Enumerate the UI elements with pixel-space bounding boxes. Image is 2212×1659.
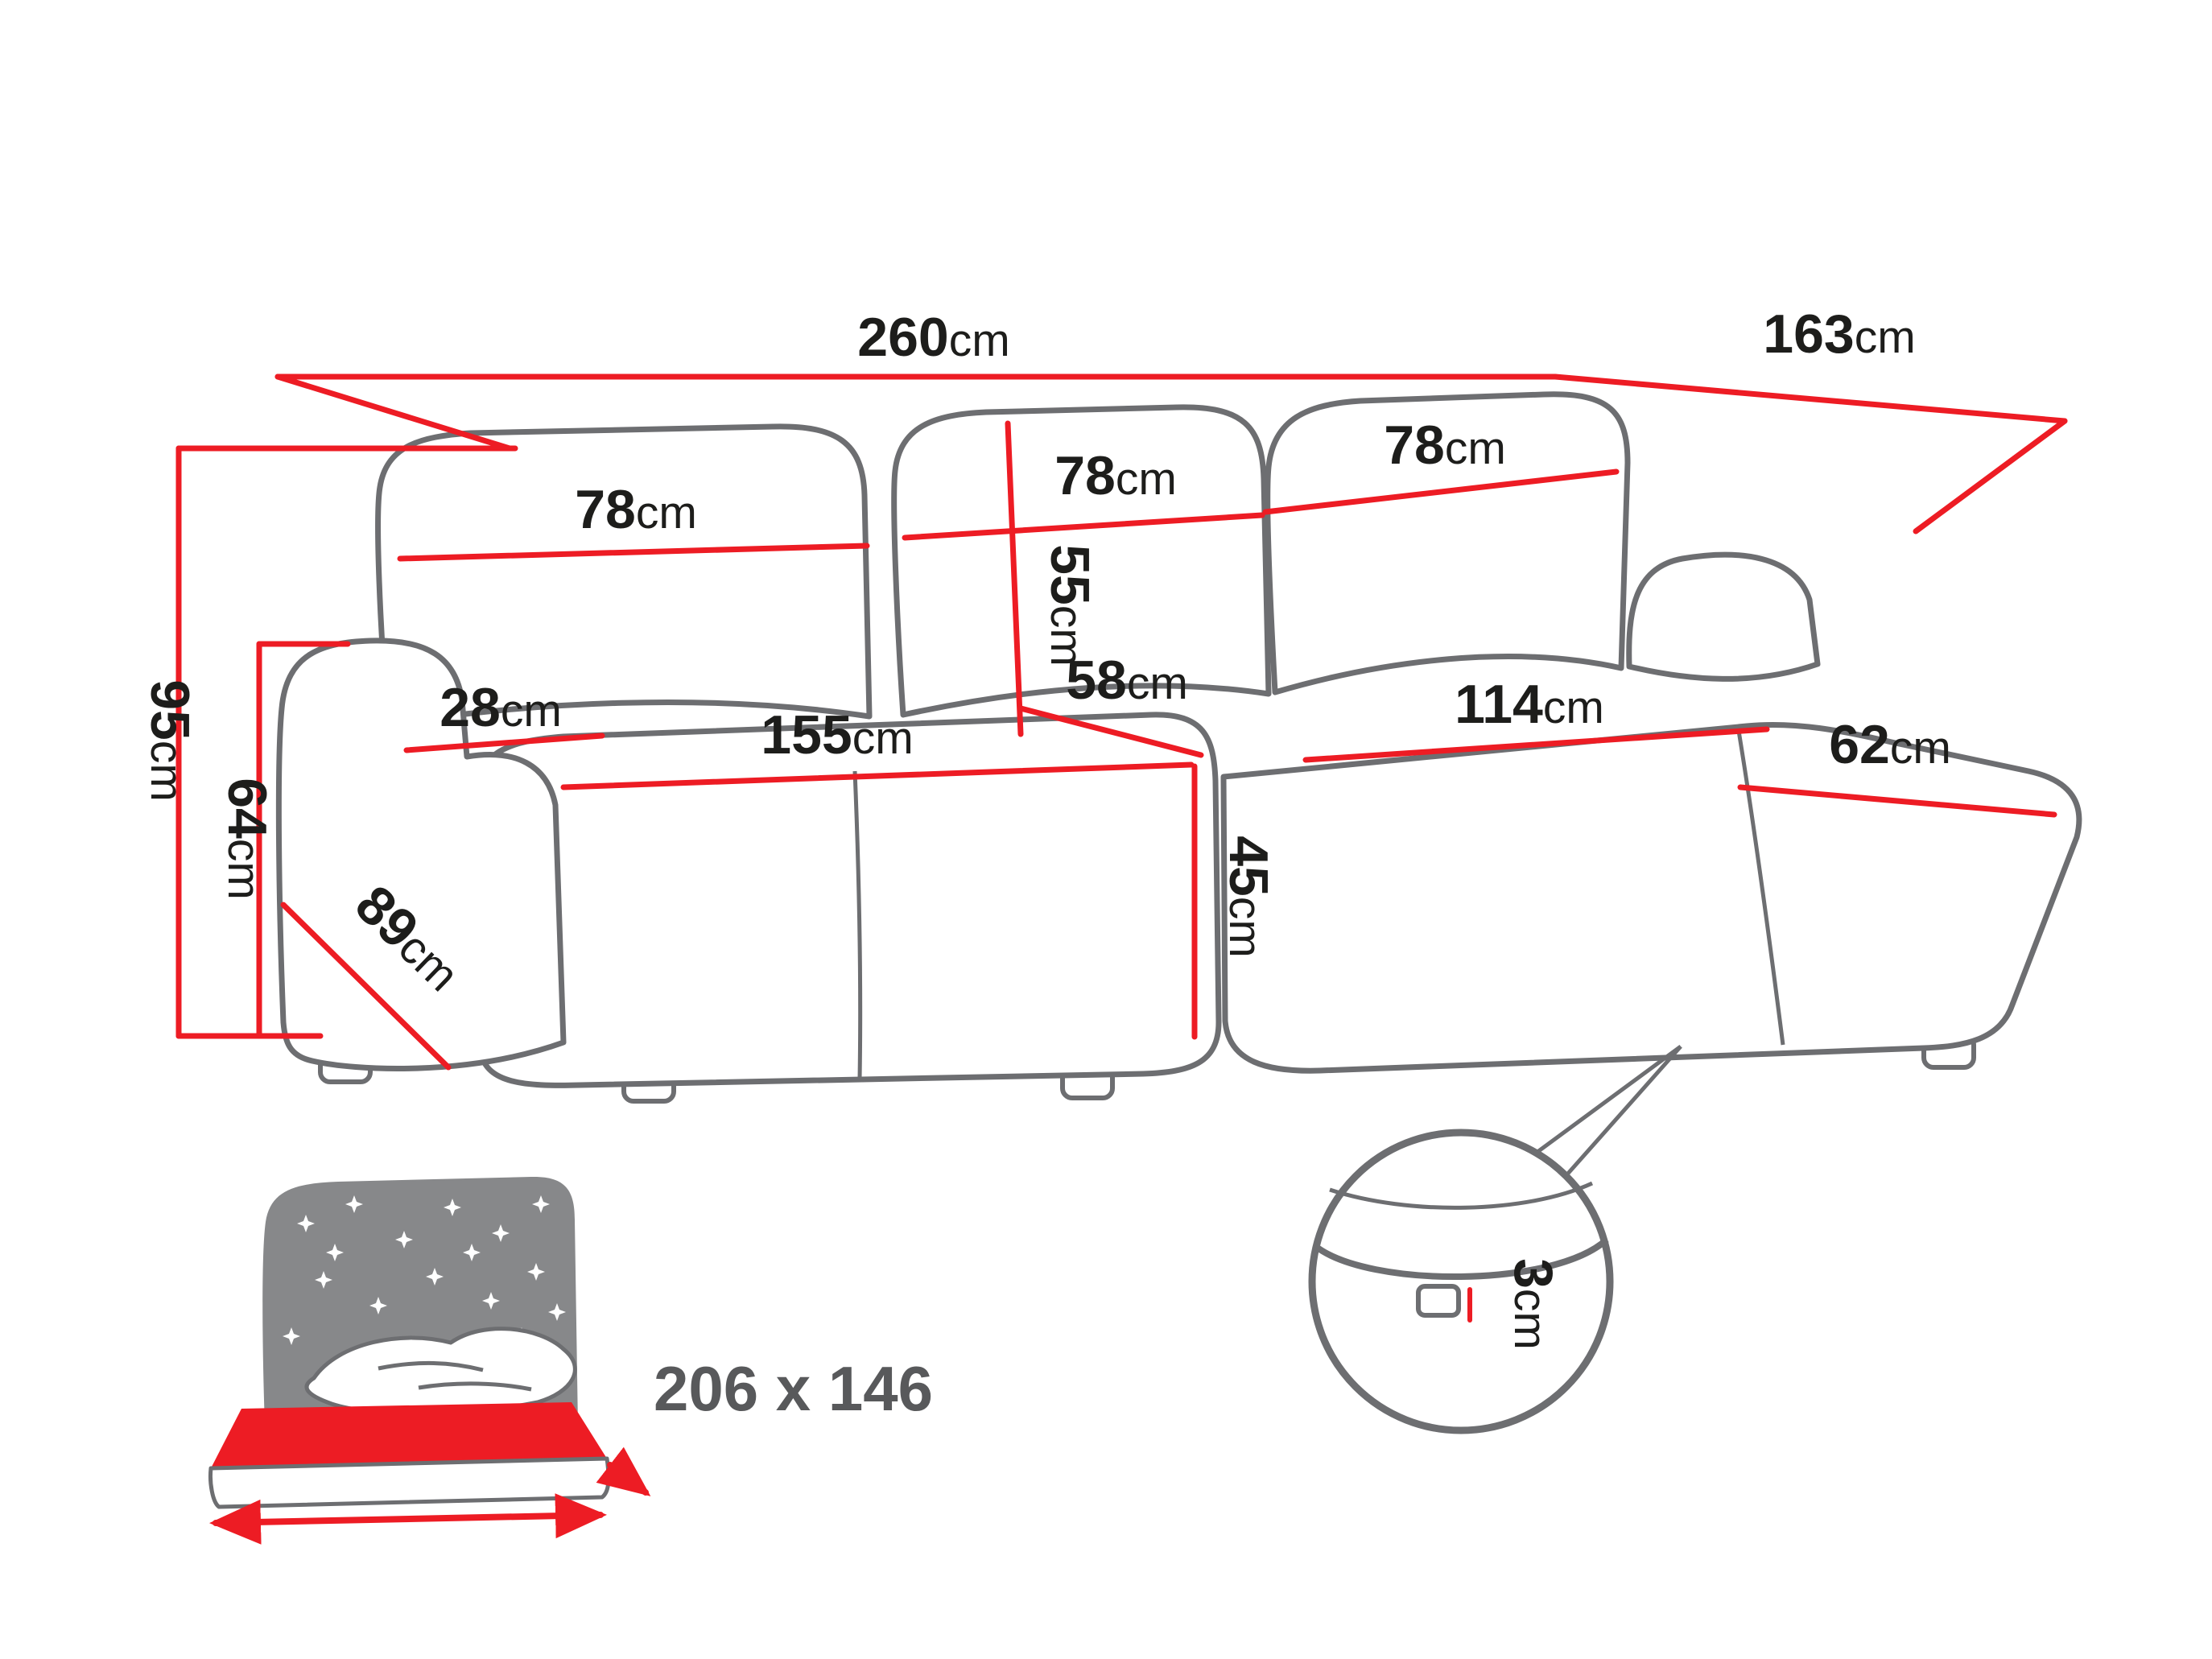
dimension-unit: cm: [636, 487, 697, 539]
dimension-value: 45: [1218, 836, 1279, 897]
magnifier-circle: [1308, 1129, 1614, 1434]
dimension-label-total-depth: 163cm: [1763, 303, 1915, 365]
duvet-fold: [418, 1381, 532, 1392]
dimension-armrest-width: 28cm: [403, 677, 605, 753]
dimension-line-62: [1737, 784, 2057, 818]
dimension-unit: cm: [1543, 682, 1604, 733]
detail-sofa-bottom-edge: [1313, 1237, 1609, 1281]
dimension-value: 114: [1455, 674, 1543, 735]
duvet-fold: [378, 1360, 484, 1372]
backrest-cushion-left: [375, 423, 873, 728]
dimension-label-backrest-right: 78cm: [1384, 415, 1506, 476]
dimension-seat-height: 45cm: [1191, 763, 1279, 1040]
projection-line-left: [274, 373, 513, 452]
dimension-line-55: [1005, 420, 1024, 737]
dimension-label-backrest-middle: 78cm: [1054, 445, 1177, 506]
dimension-label-armrest-height: 64cm: [217, 778, 278, 900]
dimension-unit: cm: [141, 741, 192, 802]
dimension-value: 55: [1039, 544, 1100, 605]
dimension-line-89: [280, 902, 452, 1071]
chaise-section: [1220, 721, 2082, 1074]
dimension-value: 155: [761, 704, 852, 766]
callout-line: [1565, 1045, 1682, 1177]
dimension-seat-depth: 58cm: [1017, 650, 1204, 758]
dimension-line-163: [1552, 373, 2068, 424]
backrest-cushion-middle: [891, 404, 1272, 718]
dimension-backrest-middle: 78cm: [902, 445, 1265, 541]
dimension-unit: cm: [218, 839, 270, 900]
dimension-value: 58: [1066, 650, 1127, 711]
dimension-total-width: 260cm: [274, 307, 1558, 452]
dimension-value: 28: [440, 677, 501, 738]
dimension-unit: cm: [501, 685, 562, 737]
detail-leg: [1416, 1284, 1461, 1318]
backrest-cushion-right: [1265, 391, 1631, 695]
dimension-chaise-seat-length: 114cm: [1302, 674, 1770, 763]
dimension-unit: cm: [1855, 312, 1916, 363]
dimension-label-chaise-seat-length: 114cm: [1455, 674, 1604, 735]
dimension-value: 260: [857, 307, 948, 368]
dimension-unit: cm: [1890, 722, 1951, 774]
dimension-seat-width: 155cm: [560, 704, 1195, 790]
depth-arrow: [596, 1446, 651, 1496]
left-armrest: [275, 638, 567, 1072]
chaise-seam: [1736, 730, 1785, 1046]
dimension-line-78-left: [397, 543, 870, 562]
sofa-drawing: [275, 391, 2082, 1104]
dimension-unit: cm: [949, 315, 1010, 366]
projection-line-right: [1913, 418, 2068, 534]
dimension-total-depth: 163cm: [1552, 303, 2068, 534]
dimension-label-seat-width: 155cm: [761, 704, 913, 766]
dimension-value: 163: [1763, 303, 1854, 365]
dimension-line-78-middle: [902, 512, 1265, 541]
right-armrest: [1626, 551, 1821, 682]
dimension-label-backrest-left: 78cm: [575, 479, 697, 540]
sleeping-function-icon: 206 x 146: [208, 1176, 933, 1545]
dimension-label-seat-depth: 58cm: [1066, 650, 1188, 711]
dimension-unit: cm: [1127, 658, 1188, 709]
dimension-value: 78: [1054, 445, 1116, 506]
dimension-label-chaise-width: 62cm: [1829, 714, 1951, 775]
dimension-unit: cm: [852, 712, 914, 764]
dimension-value: 64: [217, 778, 278, 839]
dimension-chaise-width: 62cm: [1737, 714, 2057, 818]
dimension-line-78-right: [1262, 468, 1620, 515]
dimension-armrest-height: 64cm: [217, 641, 351, 1039]
dimension-value: 62: [1829, 714, 1890, 775]
dimension-unit: cm: [1445, 423, 1506, 474]
dimension-label-leg-height: 3cm: [1503, 1258, 1564, 1350]
dimension-unit: cm: [1504, 1289, 1556, 1350]
dimension-leg-height: 3cm: [1503, 1258, 1564, 1350]
seat-seam: [852, 770, 863, 1079]
dimension-value: 95: [139, 679, 200, 741]
dimension-label-armrest-width: 28cm: [440, 677, 562, 738]
dimension-label-seat-height: 45cm: [1218, 836, 1279, 958]
dimension-value: 78: [575, 479, 636, 540]
dimension-label-backrest-height: 55cm: [1039, 544, 1100, 666]
dimension-unit: cm: [1219, 897, 1271, 958]
leg-detail-callout: 3cm: [1308, 1044, 1682, 1434]
dimension-total-height: 95cm: [139, 445, 518, 1039]
dimension-value: 3: [1503, 1258, 1564, 1289]
dimension-line-58: [1017, 705, 1204, 758]
width-arrow: [209, 1493, 607, 1545]
dimension-backrest-height: 55cm: [1005, 420, 1100, 737]
dimension-backrest-right: 78cm: [1262, 415, 1620, 515]
detail-sofa-body-curve: [1329, 1181, 1594, 1210]
dimension-line-28: [403, 733, 605, 753]
dimension-line-155: [560, 761, 1195, 790]
mattress-top: [211, 1402, 607, 1468]
dimension-unit: cm: [1041, 605, 1092, 666]
callout-line: [1533, 1044, 1682, 1157]
dimension-label-total-height: 95cm: [139, 679, 200, 802]
mattress-front: [208, 1456, 611, 1509]
duvet: [304, 1327, 577, 1416]
dimension-unit: cm: [1116, 453, 1177, 505]
sleeping-area-label: 206 x 146: [654, 1353, 933, 1424]
dimension-value: 78: [1384, 415, 1445, 476]
dimension-line-114: [1302, 726, 1770, 763]
dimension-backrest-left: 78cm: [397, 479, 870, 562]
dimension-label-total-width: 260cm: [857, 307, 1009, 368]
